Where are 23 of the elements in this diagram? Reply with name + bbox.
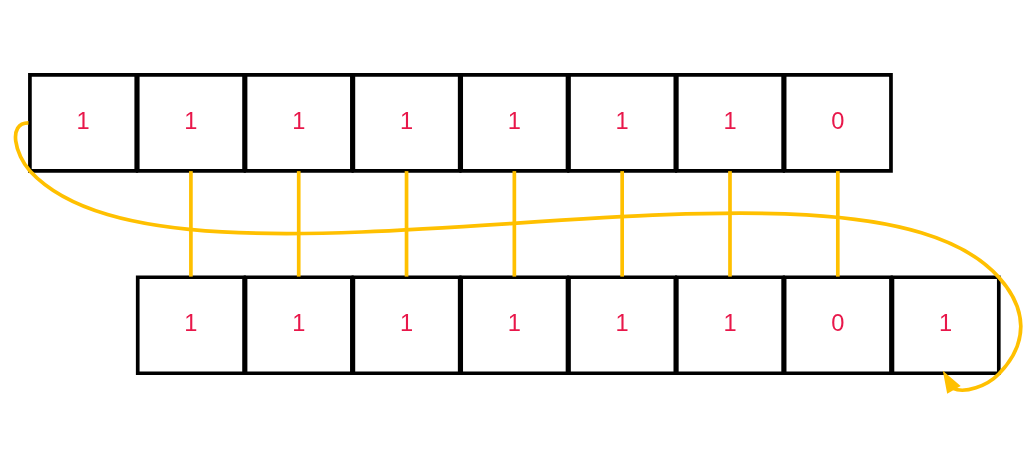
node-box: 0 [782,73,893,173]
node-box: 1 [135,73,246,173]
connector [404,171,409,277]
node-box: 1 [351,275,462,376]
node-box: 1 [135,275,246,376]
node-box: 0 [782,275,893,376]
node-box: 1 [674,275,785,376]
node-box: 1 [459,275,570,376]
node-box: 1 [28,73,139,173]
connector [835,171,840,277]
connector [296,171,301,277]
node-box: 1 [351,73,462,173]
node-box: 1 [459,73,570,173]
connector [189,171,193,277]
node-box: 1 [243,275,354,376]
connector [620,171,624,277]
node-box: 1 [567,275,678,376]
node-box: 1 [674,73,785,173]
connector [512,171,517,277]
node-box: 1 [567,73,678,173]
connector [728,171,732,277]
node-box: 1 [243,73,354,173]
node-box: 1 [890,275,1001,376]
